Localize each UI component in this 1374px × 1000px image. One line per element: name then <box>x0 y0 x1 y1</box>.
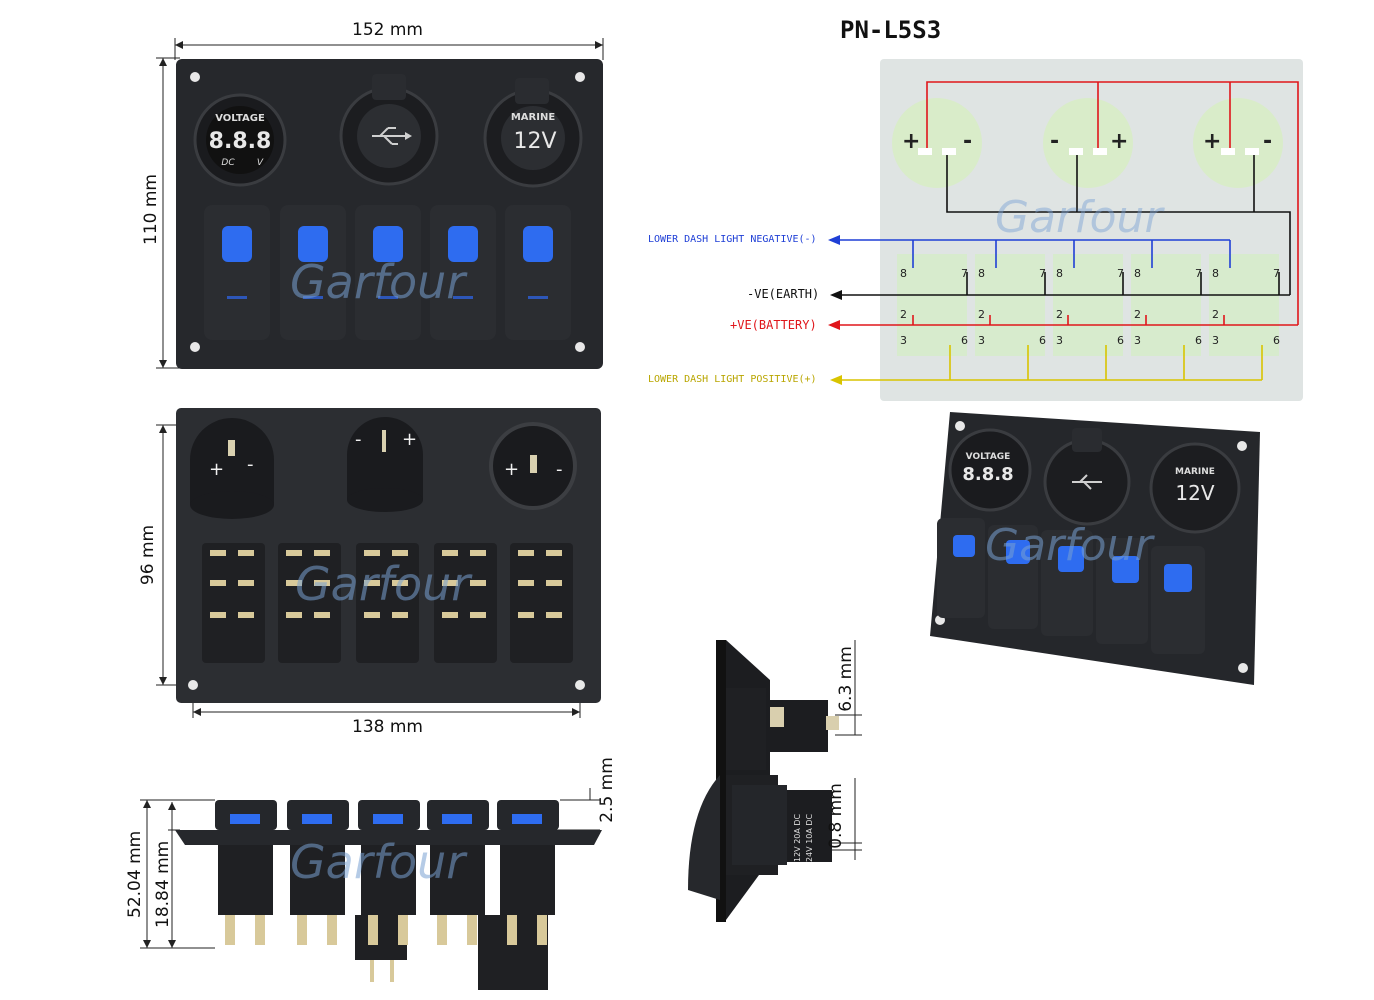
pin-label: 6 <box>1273 334 1280 347</box>
watermark-front: Garfour <box>290 255 468 309</box>
watermark-angled: Garfour <box>985 520 1155 571</box>
voltmeter-digits: 8.8.8 <box>209 129 272 154</box>
socket-1-right-polarity: - <box>963 129 972 154</box>
watermark-wiring: Garfour <box>995 192 1165 243</box>
pin-label: 6 <box>1195 334 1202 347</box>
pin-label: 8 <box>900 267 907 280</box>
pin-label: 3 <box>1056 334 1063 347</box>
svg-text:+: + <box>402 429 417 450</box>
pin-label: 8 <box>978 267 985 280</box>
watermark-back: Garfour <box>295 557 473 611</box>
switch-rating-line1: 12V 20A DC <box>793 813 802 862</box>
pin-label: 3 <box>978 334 985 347</box>
back-switch-bodies <box>202 543 573 663</box>
pin-label: 2 <box>1056 308 1063 321</box>
dim-height-back: 96 mm <box>138 524 158 586</box>
pin-label: 7 <box>1117 267 1124 280</box>
pin-label: 3 <box>1134 334 1141 347</box>
voltmeter-v-label: V <box>257 158 264 168</box>
part-number-title: PN-L5S3 <box>840 16 942 44</box>
pin-label: 6 <box>1117 334 1124 347</box>
socket-2-left-polarity: - <box>1050 129 1059 154</box>
angled-voltmeter-title: VOLTAGE <box>966 452 1011 462</box>
pin-label: 2 <box>1134 308 1141 321</box>
pin-label: 7 <box>1273 267 1280 280</box>
pin-label: 7 <box>961 267 968 280</box>
angled-product-view: VOLTAGE 8.8.8 MARINE 12V Garfour <box>930 412 1260 685</box>
svg-text:-: - <box>247 454 254 475</box>
pin-label: 3 <box>1212 334 1219 347</box>
label-dash-light-negative: LOWER DASH LIGHT NEGATIVE(-) <box>648 234 817 245</box>
angled-outlet-12v: 12V <box>1175 481 1214 505</box>
dim-height-front: 110 mm <box>141 174 161 245</box>
pin-label: 8 <box>1212 267 1219 280</box>
dim-width-front: 152 mm <box>352 20 423 40</box>
pin-label: 2 <box>1212 308 1219 321</box>
pin-label: 8 <box>1134 267 1141 280</box>
pin-label: 7 <box>1195 267 1202 280</box>
pin-label: 2 <box>900 308 907 321</box>
socket-3-left-polarity: + <box>1203 129 1221 154</box>
socket-side-view: 12V 20A DC 24V 10A DC <box>688 640 862 922</box>
outlet-12v-label: 12V <box>513 129 556 154</box>
socket-2-right-polarity: + <box>1110 129 1128 154</box>
dim-rocker-protrusion: 2.5 mm <box>597 757 617 823</box>
dim-plate-gap: 0.8 mm <box>826 783 846 849</box>
pin-label: 7 <box>1039 267 1046 280</box>
label-dash-light-positive: LOWER DASH LIGHT POSITIVE(+) <box>648 374 817 385</box>
svg-text:+: + <box>504 459 519 480</box>
pin-label: 8 <box>1056 267 1063 280</box>
pin-label: 2 <box>978 308 985 321</box>
svg-text:-: - <box>355 429 362 450</box>
side-profile-view: Garfour <box>140 788 602 990</box>
switch-rating-line2: 24V 10A DC <box>805 813 814 862</box>
watermark-side: Garfour <box>290 835 468 889</box>
front-rocker-switches <box>204 205 571 340</box>
angled-outlet-marine: MARINE <box>1175 467 1215 477</box>
pin-label: 3 <box>900 334 907 347</box>
pin-label: 6 <box>1039 334 1046 347</box>
svg-text:+: + <box>209 459 224 480</box>
pin-label: 6 <box>961 334 968 347</box>
svg-text:-: - <box>556 459 563 480</box>
voltmeter-title: VOLTAGE <box>215 113 265 124</box>
dim-total-depth: 52.04 mm <box>125 830 145 918</box>
angled-usb-icon <box>1072 474 1102 490</box>
socket-3-right-polarity: - <box>1263 129 1272 154</box>
angled-voltmeter-digits: 8.8.8 <box>962 464 1013 485</box>
wiring-diagram: + - - + + - 8 7 2 3 6 8 7 2 3 6 8 7 2 3 … <box>828 59 1303 401</box>
usb-icon <box>372 127 405 145</box>
dim-socket-protrusion: 6.3 mm <box>836 646 856 712</box>
front-panel-view: VOLTAGE 8.8.8 DC V MARINE 12V Garfour <box>156 38 604 369</box>
back-panel-view: + - - + + - Garfour <box>156 408 601 718</box>
voltmeter-dc-label: DC <box>221 158 235 168</box>
label-earth: -VE(EARTH) <box>747 287 820 301</box>
outlet-marine-label: MARINE <box>511 112 555 123</box>
socket-1-left-polarity: + <box>902 129 920 154</box>
dim-rear-depth: 18.84 mm <box>153 840 173 928</box>
dim-width-back: 138 mm <box>352 717 423 737</box>
label-battery: +VE(BATTERY) <box>730 318 817 332</box>
